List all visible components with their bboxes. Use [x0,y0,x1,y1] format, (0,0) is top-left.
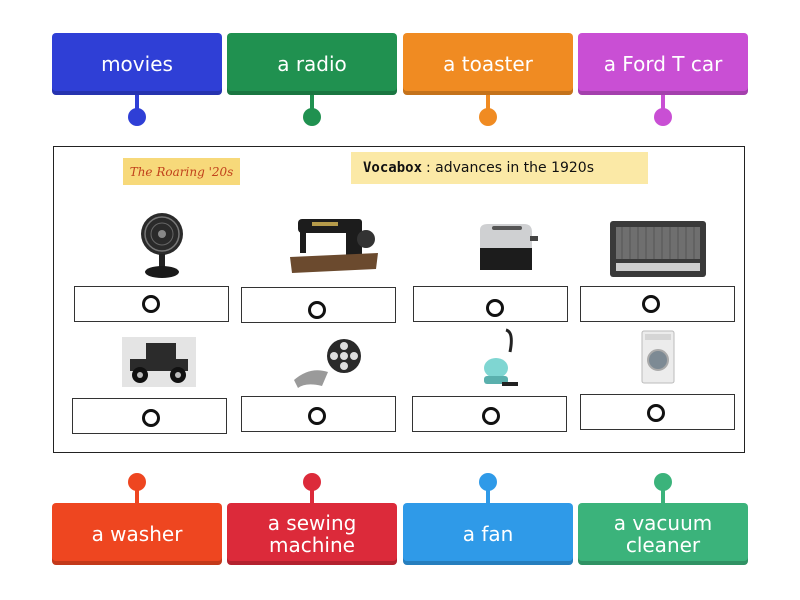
drop-target-1[interactable] [142,295,160,313]
drop-target-2[interactable] [308,301,326,319]
pin-stem [135,489,139,503]
label-a-radio[interactable]: a radio [227,33,397,95]
drop-target-4[interactable] [642,295,660,313]
pin-stem [135,95,139,109]
car-icon [122,337,196,387]
vocab-word: Vocabox [363,160,423,176]
label-a-sewing-machine[interactable]: a sewing machine [227,503,397,565]
label-a-toaster[interactable]: a toaster [403,33,573,95]
roaring-20s-badge: The Roaring '20s [123,158,240,185]
pin-stem [486,95,490,109]
fan-icon [141,213,183,278]
label-a-fan[interactable]: a fan [403,503,573,565]
pin-stem [310,95,314,109]
washing-machine-icon [641,330,675,384]
pin-dot[interactable] [654,473,672,491]
drop-target-7[interactable] [482,407,500,425]
radio-icon [610,221,706,277]
vocab-subtitle: : advances in the 1920s [426,160,595,176]
label-a-washer[interactable]: a washer [52,503,222,565]
pin-stem [486,489,490,503]
sewing-machine-icon [290,219,378,273]
pin-dot[interactable] [479,473,497,491]
pin-dot[interactable] [128,108,146,126]
pin-stem [661,489,665,503]
drop-target-3[interactable] [486,299,504,317]
film-reel-icon [294,339,361,388]
label-movies[interactable]: movies [52,33,222,95]
pin-dot[interactable] [128,473,146,491]
label-a-ford-t-car[interactable]: a Ford T car [578,33,748,95]
drop-target-5[interactable] [142,409,160,427]
drop-target-6[interactable] [308,407,326,425]
drop-target-8[interactable] [647,404,665,422]
pin-dot[interactable] [654,108,672,126]
pin-dot[interactable] [479,108,497,126]
pin-dot[interactable] [303,473,321,491]
pin-stem [310,489,314,503]
label-a-vacuum-cleaner[interactable]: a vacuum cleaner [578,503,748,565]
pin-dot[interactable] [303,108,321,126]
pin-stem [661,95,665,109]
toaster-icon [480,224,538,270]
vocab-banner: Vocabox : advances in the 1920s [351,152,648,184]
vacuum-icon [484,328,518,386]
